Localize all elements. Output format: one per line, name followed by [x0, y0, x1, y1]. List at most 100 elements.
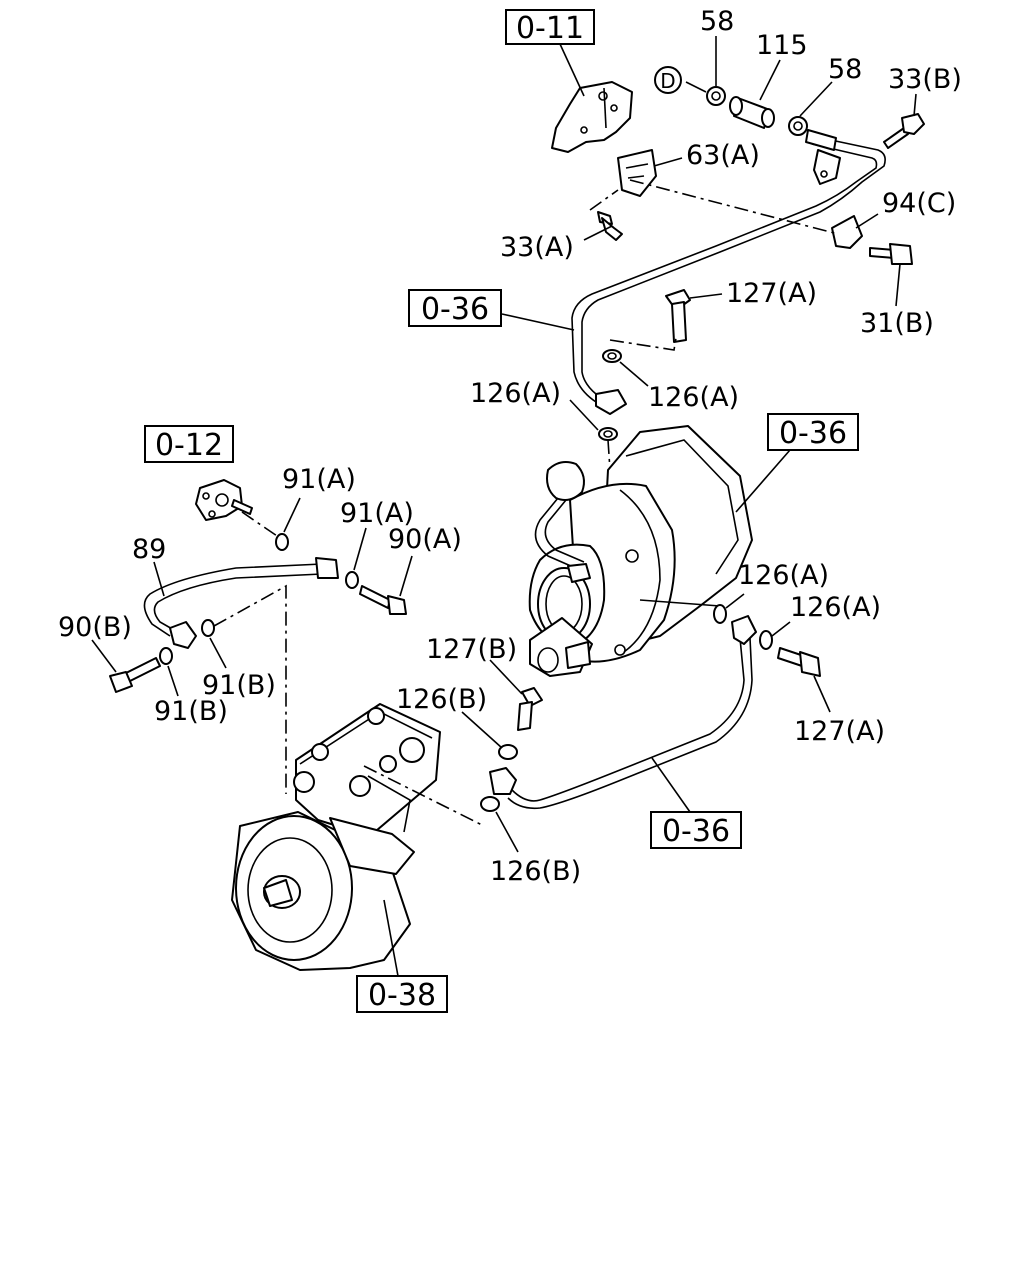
svg-text:0-36: 0-36 [421, 292, 489, 327]
banjo-bolt-127a-upper [665, 289, 691, 343]
alignment-line-left-1 [241, 511, 281, 539]
bolt-33a [597, 211, 623, 241]
leader-91b-2 [167, 665, 179, 697]
washer-126a-upper [602, 349, 622, 363]
leader-127a-upper [689, 293, 723, 299]
svg-text:0-38: 0-38 [368, 978, 436, 1013]
bolt-90a [359, 585, 407, 615]
label-126a-2[interactable]: 126(A) [648, 382, 739, 413]
leader-31b [895, 263, 901, 307]
pipe-0-36-lower [489, 615, 757, 810]
washer-91b-1 [201, 619, 215, 637]
alignment-line-left-2 [213, 584, 287, 794]
label-33b[interactable]: 33(B) [888, 64, 962, 95]
label-33a[interactable]: 33(A) [500, 232, 574, 263]
leader-0-38 [383, 899, 399, 977]
leader-90b [91, 639, 117, 673]
label-127b[interactable]: 127(B) [426, 634, 517, 665]
leader-33b [913, 93, 917, 117]
leader-0-11 [559, 43, 585, 97]
turbocharger [528, 425, 753, 677]
ref-box-0-12[interactable]: 0-12 [144, 425, 234, 463]
alignment-line-upper-2 [589, 189, 619, 211]
washer-126b-1 [498, 744, 518, 760]
label-127a-lower[interactable]: 127(A) [794, 716, 885, 747]
leader-126b-2 [495, 811, 519, 853]
label-126b-1[interactable]: 126(B) [396, 684, 487, 715]
label-58-right[interactable]: 58 [828, 54, 862, 85]
sensor-0-12 [195, 479, 253, 521]
label-126a-4[interactable]: 126(A) [790, 592, 881, 623]
leader-63a [653, 157, 683, 167]
leader-D [685, 81, 707, 93]
alignment-line-compressor [363, 765, 485, 827]
svg-text:0-12: 0-12 [155, 428, 223, 463]
label-31b[interactable]: 31(B) [860, 308, 934, 339]
label-115[interactable]: 115 [756, 30, 808, 61]
label-94c[interactable]: 94(C) [882, 188, 956, 219]
washer-126a-lower [598, 427, 618, 441]
leader-126a-4 [771, 621, 791, 637]
banjo-bolt-127a-lower [777, 647, 821, 677]
label-126a-1[interactable]: 126(A) [470, 378, 561, 409]
alignment-line-upper-4 [607, 439, 611, 471]
bolt-90b [109, 657, 161, 693]
leader-126b-1 [461, 711, 503, 749]
washer-126a-4 [759, 630, 773, 650]
leader-0-36-lower [651, 757, 691, 813]
banjo-bolt-127b [517, 687, 543, 731]
label-126b-2[interactable]: 126(B) [490, 856, 581, 887]
leader-33a [583, 225, 613, 241]
clip-63a [617, 149, 657, 197]
washer-91b-2 [159, 647, 173, 665]
ref-box-0-36-upper[interactable]: 0-36 [408, 289, 502, 327]
clamp-58-right [788, 116, 808, 136]
label-58-left[interactable]: 58 [700, 6, 734, 37]
ref-box-0-36-lower[interactable]: 0-36 [650, 811, 742, 849]
leader-89 [153, 561, 165, 597]
label-90b[interactable]: 90(B) [58, 612, 132, 643]
leader-91a-2 [353, 527, 367, 571]
pipe-0-36-upper [571, 129, 886, 415]
compressor-0-38 [231, 703, 441, 971]
label-63a[interactable]: 63(A) [686, 140, 760, 171]
hose-115 [729, 96, 775, 129]
callout-circle-D[interactable]: D [654, 66, 682, 94]
label-91b-2[interactable]: 91(B) [154, 696, 228, 727]
washer-91a-2 [345, 571, 359, 589]
bolt-31b [869, 243, 913, 265]
label-91b-1[interactable]: 91(B) [202, 670, 276, 701]
leader-126a-2 [619, 361, 649, 387]
leader-90a [399, 555, 413, 597]
label-126a-3[interactable]: 126(A) [738, 560, 829, 591]
leader-0-36-upper [501, 313, 575, 331]
bolt-33b [883, 113, 925, 149]
clamp-58-left [706, 86, 726, 106]
label-127a-upper[interactable]: 127(A) [726, 278, 817, 309]
label-90a[interactable]: 90(A) [388, 524, 462, 555]
svg-text:0-11: 0-11 [516, 11, 584, 46]
washer-126a-3 [713, 604, 727, 624]
leader-127b [489, 659, 523, 695]
ref-box-0-38[interactable]: 0-38 [356, 975, 448, 1013]
leader-0-36-right [735, 449, 791, 513]
alignment-line-upper-1 [629, 179, 839, 235]
ref-box-0-11[interactable]: 0-11 [505, 9, 595, 46]
label-91a-1[interactable]: 91(A) [282, 464, 356, 495]
svg-text:0-36: 0-36 [662, 814, 730, 849]
svg-text:D: D [660, 69, 675, 93]
leader-115 [759, 59, 781, 101]
leader-126a-1 [569, 399, 599, 431]
leader-126a-3 [725, 593, 745, 609]
leader-58b [799, 81, 833, 117]
leader-127a-lower [813, 675, 831, 713]
leader-91b-1 [209, 637, 227, 669]
ref-box-0-36-right[interactable]: 0-36 [767, 413, 859, 451]
label-89[interactable]: 89 [132, 534, 166, 565]
label-91a-2[interactable]: 91(A) [340, 498, 414, 529]
svg-text:0-36: 0-36 [779, 416, 847, 451]
washer-91a-1 [275, 533, 289, 551]
leader-91a-1 [283, 497, 301, 533]
pipe-89 [143, 557, 339, 649]
